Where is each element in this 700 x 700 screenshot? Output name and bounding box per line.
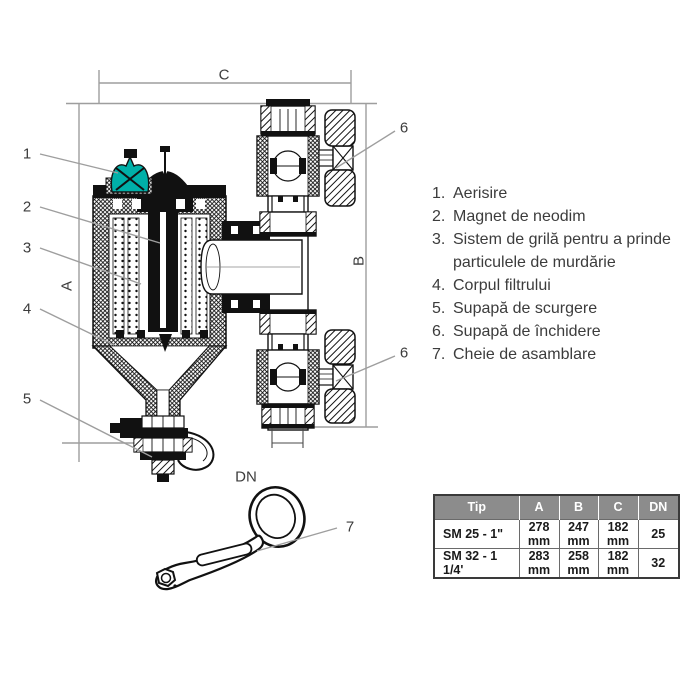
legend-item-number: 4. (432, 277, 446, 294)
spec-cell-dn: 25 (637, 518, 680, 549)
valve-handle-bottom (324, 329, 356, 424)
callout-6-bottom: 6 (399, 344, 409, 362)
callout-6-top: 6 (399, 119, 409, 137)
dimension-label-b: B (350, 255, 368, 267)
spec-cell-tip: SM 32 - 1 1/4' (433, 547, 520, 578)
spec-table-row: SM 32 - 1 1/4' 283 mm 258 mm 182 mm 32 (433, 547, 680, 578)
filter-body (91, 146, 228, 419)
legend-item-number: 6. (432, 323, 446, 340)
air-vent (105, 149, 153, 195)
legend-item: 3. Sistem de grilă pentru a prinde parti… (432, 228, 694, 274)
legend-item: 4. Corpul filtrului (432, 274, 694, 297)
legend-item: 1. Aerisire (432, 182, 694, 205)
spec-col-c: C (598, 495, 639, 519)
callout-4: 4 (22, 300, 32, 318)
legend-item-number: 2. (432, 208, 446, 225)
legend-item: 6. Supapă de închidere (432, 320, 694, 343)
legend-item: 5. Supapă de scurgere (432, 297, 694, 320)
spec-table: Tip A B C DN SM 25 - 1" 278 mm 247 mm 18… (433, 494, 680, 579)
spec-table-row: SM 25 - 1" 278 mm 247 mm 182 mm 25 (433, 518, 680, 549)
spec-col-dn: DN (638, 495, 679, 519)
legend-item-text: Aerisire (453, 185, 508, 202)
spec-table-header-row: Tip A B C DN (434, 495, 679, 519)
callout-2: 2 (22, 198, 32, 216)
legend-item-text: Magnet de neodim (453, 208, 586, 225)
spec-cell-a: 283 mm (518, 547, 560, 578)
dimension-label-c: C (218, 66, 230, 84)
legend-item-number: 7. (432, 346, 446, 363)
legend-item-number: 1. (432, 185, 446, 202)
dimension-label-a: A (58, 280, 76, 292)
legend-item-number: 3. (432, 231, 446, 248)
valve-handle-top (324, 109, 356, 207)
dimension-label-dn: DN (235, 468, 257, 486)
inlet-connector (200, 221, 303, 313)
drain-valve (110, 415, 215, 482)
spec-cell-dn: 32 (637, 547, 680, 578)
legend-item: 2. Magnet de neodim (432, 205, 694, 228)
dn-bracket (271, 428, 304, 448)
legend-item-text: Supapă de închidere (453, 323, 601, 340)
callout-3: 3 (22, 239, 32, 257)
spec-cell-b: 247 mm (558, 518, 599, 549)
spec-col-b: B (559, 495, 599, 519)
callout-5: 5 (22, 390, 32, 408)
spec-col-tip: Tip (434, 495, 520, 519)
legend-item-number: 5. (432, 300, 446, 317)
legend-item: 7. Cheie de asamblare (432, 343, 694, 366)
spec-cell-tip: SM 25 - 1" (433, 518, 520, 549)
legend-list: 1. Aerisire 2. Magnet de neodim 3. Siste… (432, 182, 694, 366)
legend-item-text: Sistem de grilă pentru a prinde particul… (453, 231, 671, 271)
legend-item-text: Corpul filtrului (453, 277, 551, 294)
callout-7: 7 (345, 518, 355, 536)
spec-cell-c: 182 mm (597, 547, 639, 578)
assembly-wrench (155, 486, 306, 591)
callout-1: 1 (22, 145, 32, 163)
spec-col-a: A (519, 495, 560, 519)
spec-cell-c: 182 mm (597, 518, 639, 549)
shutoff-valve-bottom (256, 309, 356, 448)
spec-cell-b: 258 mm (558, 547, 599, 578)
legend-item-text: Supapă de scurgere (453, 300, 598, 317)
shutoff-valve-top (256, 99, 356, 237)
spec-cell-a: 278 mm (518, 518, 560, 549)
callout-leaders (39, 130, 396, 552)
legend-item-text: Cheie de asamblare (453, 346, 597, 363)
